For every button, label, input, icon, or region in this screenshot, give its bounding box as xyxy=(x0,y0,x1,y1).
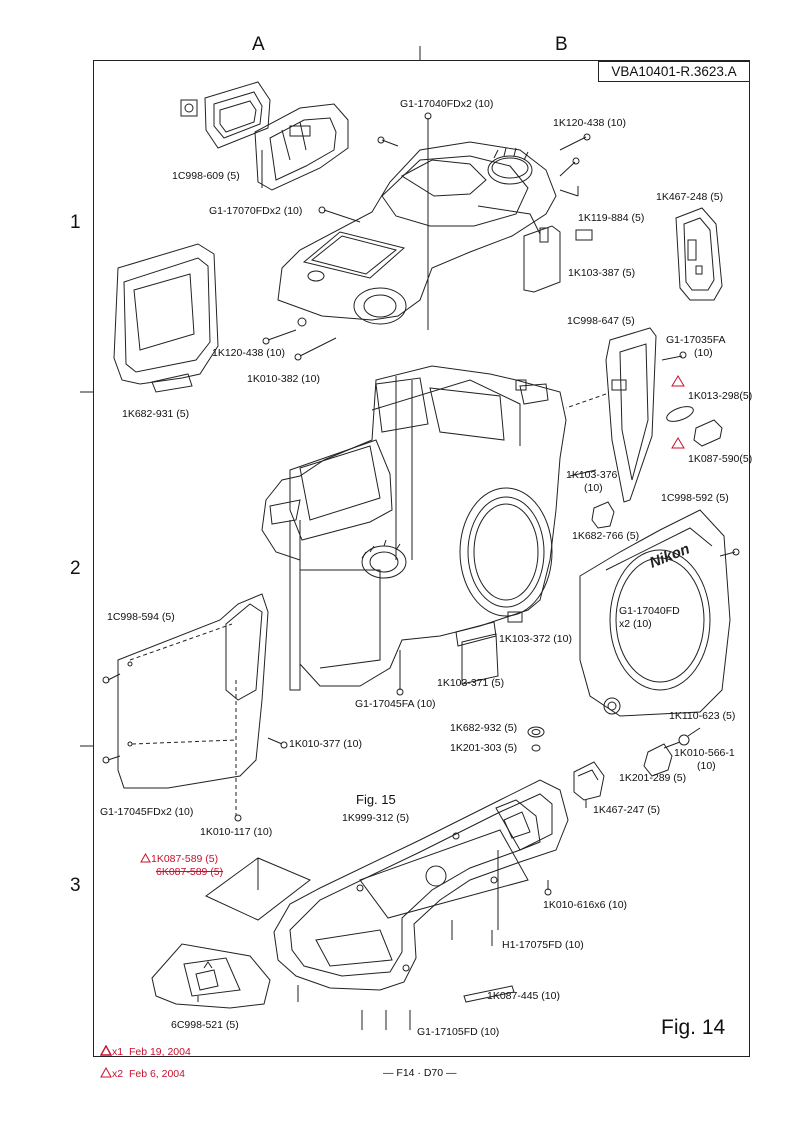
part-label: 1C998-594 (5) xyxy=(107,611,175,623)
flex-board-top xyxy=(523,186,593,293)
column-marker-a: A xyxy=(252,34,265,55)
part-label: 1K682-931 (5) xyxy=(122,408,190,420)
part-label: 1K010-377 (10) xyxy=(289,738,362,750)
row-marker-3: 3 xyxy=(70,875,81,896)
part-label: G1-17045FDx2 (10) xyxy=(100,806,194,818)
bottom-screws xyxy=(297,880,552,1030)
part-label: 1C998-609 (5) xyxy=(172,170,240,182)
part-label: G1-17070FDx2 (10) xyxy=(209,205,303,217)
part-label: G1-17040FDx2 (10) xyxy=(400,98,494,110)
bottom-cover xyxy=(273,779,569,991)
part-label: (10) xyxy=(584,482,603,494)
part-label: 1K120-438 (10) xyxy=(553,117,626,129)
part-number: 1K087-589 (5) xyxy=(151,853,219,865)
revision-part-label: 1K087-589 (5) xyxy=(140,852,219,865)
figure-14-title: Fig. 14 xyxy=(661,1016,726,1039)
part-label: x2 (10) xyxy=(619,618,652,630)
part-label: 1C998-592 (5) xyxy=(661,492,729,504)
part-label: 1K467-248 (5) xyxy=(656,191,724,203)
side-connector-cover xyxy=(675,207,723,301)
part-label: 1K467-247 (5) xyxy=(593,804,661,816)
warning-parts-right xyxy=(666,406,723,447)
row-marker-1: 1 xyxy=(70,212,81,233)
part-label: 1K010-117 (10) xyxy=(200,826,273,838)
part-label: 1C998-647 (5) xyxy=(567,315,635,327)
flex-strips-center xyxy=(396,611,523,696)
part-label: 1K103-376 xyxy=(566,469,618,481)
part-label: G1-17105FD (10) xyxy=(417,1026,500,1038)
label-sticker-left xyxy=(205,857,311,921)
part-label: 1K682-932 (5) xyxy=(450,722,518,734)
part-label: (10) xyxy=(697,760,716,772)
part-label: 1K120-438 (10) xyxy=(212,347,285,359)
part-label: 1K010-616x6 (10) xyxy=(543,899,628,911)
shutter-button-parts xyxy=(569,469,615,529)
figure-15-title: Fig. 15 xyxy=(356,792,396,807)
battery-contact-block xyxy=(573,761,605,808)
part-label: 1K010-382 (10) xyxy=(247,373,320,385)
rear-lcd-window xyxy=(113,243,219,393)
part-label: 1K013-298(5) xyxy=(688,390,753,402)
battery-door xyxy=(151,943,271,1009)
revision-mark: x2 xyxy=(112,1068,124,1080)
part-label: (10) xyxy=(694,347,713,359)
part-label: 1K110-623 (5) xyxy=(669,710,736,722)
revision-mark: x1 xyxy=(112,1046,124,1058)
revision-triangle xyxy=(671,375,685,387)
top-cover xyxy=(277,141,557,327)
revision-triangle xyxy=(671,437,685,449)
column-marker-b: B xyxy=(555,34,568,55)
part-label: G1-17035FA xyxy=(666,334,726,346)
part-label: G1-17045FA (10) xyxy=(355,698,436,710)
part-label: 1K682-766 (5) xyxy=(572,530,640,542)
part-label: 1K201-303 (5) xyxy=(450,742,518,754)
part-label: 1K010-566-1 xyxy=(674,747,735,759)
revision-date: Feb 19, 2004 xyxy=(128,1046,191,1058)
part-label: G1-17040FD xyxy=(619,605,680,617)
brand-logo: Nikon xyxy=(647,540,692,571)
rear-top-cover xyxy=(254,103,349,191)
eyepiece-frame xyxy=(204,81,271,149)
superseded-part-label: 6K087-589 (5) xyxy=(156,866,224,878)
document-number: VBA10401-R.3623.A xyxy=(598,61,750,82)
page-footer: — F14 · D70 — xyxy=(383,1067,457,1079)
row-marker-2: 2 xyxy=(70,558,81,579)
part-label: 1K087-445 (10) xyxy=(487,990,560,1002)
revision-date: Feb 6, 2004 xyxy=(128,1068,185,1080)
part-label: 1K119-884 (5) xyxy=(578,212,645,224)
revision-entry: x2 Feb 6, 2004 xyxy=(100,1066,185,1080)
part-label: 1K201-289 (5) xyxy=(619,772,687,784)
main-chassis xyxy=(261,365,567,691)
part-label: 1K999-312 (5) xyxy=(342,812,410,824)
part-label: 6C998-521 (5) xyxy=(171,1019,239,1031)
screw-group-top xyxy=(262,112,687,361)
part-label: 1K103-371 (5) xyxy=(437,677,505,689)
front-cover xyxy=(579,509,740,717)
dial-parts-right xyxy=(527,726,701,777)
part-label: 1K103-372 (10) xyxy=(499,633,572,645)
revision-entry: x1 Feb 19, 2004 xyxy=(99,1044,191,1058)
part-label: 1K087-590(5) xyxy=(688,453,753,465)
right-side-plate xyxy=(565,327,657,503)
part-label: H1-17075FD (10) xyxy=(502,939,584,951)
part-label: 1K103-387 (5) xyxy=(568,267,636,279)
small-square-part xyxy=(180,99,198,117)
label-sticker-bottom xyxy=(463,985,515,1003)
drawing-frame xyxy=(93,60,750,1057)
rear-left-cover xyxy=(102,593,288,822)
